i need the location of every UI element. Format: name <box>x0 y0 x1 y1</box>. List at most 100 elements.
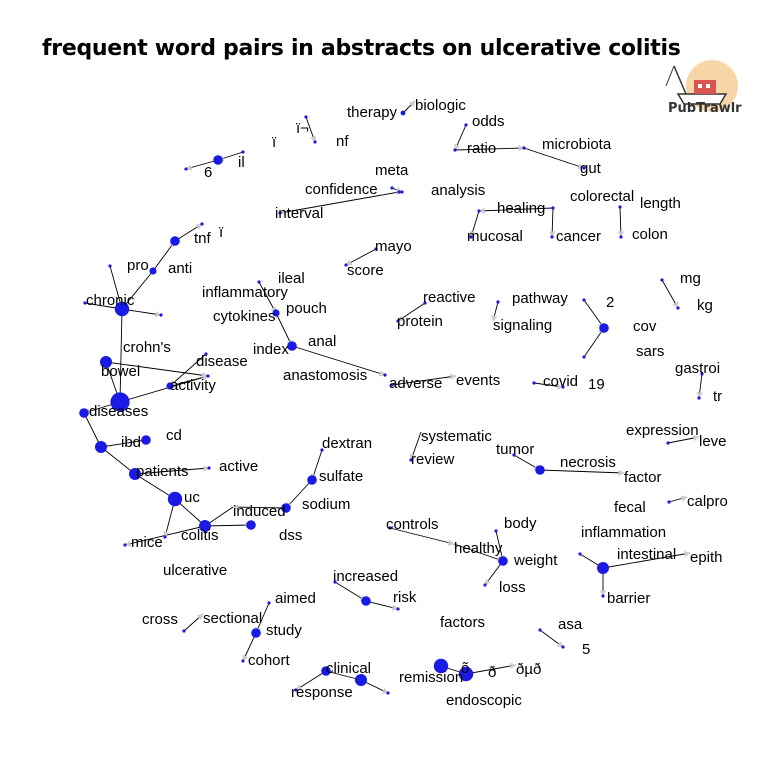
node-anal <box>287 341 297 351</box>
node-increased <box>333 580 337 584</box>
node-mg <box>660 278 664 282</box>
edge-gastroi-tr <box>696 373 703 399</box>
node-label-active: active <box>219 458 258 475</box>
node-label-clinical: clinical <box>326 660 371 677</box>
node-label-controls: controls <box>386 516 439 533</box>
node-label-systematic: systematic <box>421 428 492 445</box>
node-label-anastomosis: anastomosis <box>283 367 367 384</box>
node-label-weight: weight <box>513 552 558 569</box>
edge-cd-ibd <box>100 439 147 450</box>
node-label-uc: uc <box>184 489 200 506</box>
node-label-pathway: pathway <box>512 290 568 307</box>
edge-expression-leve <box>667 434 700 444</box>
edge-colorectal-healing <box>478 207 554 214</box>
node-label-ulcerative: ulcerative <box>163 562 227 579</box>
node-controls <box>388 526 392 530</box>
node-o1 <box>433 658 449 674</box>
edge-sars-cov <box>583 327 605 358</box>
node-review <box>409 458 413 462</box>
node-label-ouo: ðµð <box>516 661 541 678</box>
node-label-cancer: cancer <box>556 228 601 245</box>
edge-controls-healthy <box>389 527 455 546</box>
node-il <box>213 155 223 165</box>
edge-meta-analysis <box>391 186 403 193</box>
node-healing <box>477 209 481 213</box>
node-tumor <box>512 453 516 457</box>
node-label-bowel: bowel <box>101 363 140 380</box>
edge-pathway-signaling <box>491 301 499 322</box>
edge-colitis-dss <box>204 521 252 529</box>
node-label-tnfi: ï <box>219 224 224 241</box>
node-covid <box>532 381 536 385</box>
node-protein <box>396 319 400 323</box>
node-inflammation <box>578 552 582 556</box>
node-label-protein: protein <box>397 313 443 330</box>
node-label-fecal: fecal <box>614 499 646 516</box>
node-adverse <box>390 383 394 387</box>
edge-patients-uc <box>134 473 176 500</box>
edge-body-weight <box>495 530 505 562</box>
node-expression <box>666 441 670 445</box>
node-label-mg: mg <box>680 270 701 287</box>
edge-crohns-disease <box>105 361 209 379</box>
node-label-risk: risk <box>393 589 417 606</box>
edge-sulfate-sodium <box>285 479 313 509</box>
edge-weight-loss <box>484 560 504 586</box>
node-score <box>344 263 348 267</box>
node-remission <box>355 674 367 686</box>
logo-text: PubTrawlr <box>668 101 742 116</box>
edge-tnf-tnfi <box>174 223 203 242</box>
node-label-aimed: aimed <box>275 590 316 607</box>
node-microbiota <box>522 146 526 150</box>
node-weight <box>498 556 508 566</box>
node-confidence <box>397 190 401 194</box>
node-label-calpro: calpro <box>687 493 728 510</box>
node-label-microbiota: microbiota <box>542 136 612 153</box>
node-label-pro: pro <box>127 257 149 274</box>
node-kg <box>676 306 680 310</box>
edge-ileal-pouch <box>258 281 277 314</box>
node-inflammatory <box>114 301 130 317</box>
node-ulcerative <box>163 535 167 539</box>
node-mayo <box>374 247 378 251</box>
edge-fecal-calpro <box>668 495 688 503</box>
edge-ratio-microbiota <box>454 145 525 152</box>
edge-patients-active <box>134 465 210 475</box>
node-label-cd: cd <box>166 427 182 444</box>
node-label-inflammation: inflammation <box>581 524 666 541</box>
node-ib <box>304 115 308 119</box>
node-label-response: response <box>291 684 353 701</box>
edge-pouch-anal <box>275 312 293 347</box>
node-odds <box>464 123 468 127</box>
node-label-patients: patients <box>136 463 189 480</box>
node-cohort <box>241 659 245 663</box>
edge-increased-risk <box>334 581 367 602</box>
node-sodium <box>281 503 291 513</box>
node-disease <box>206 374 210 378</box>
node-anastomosis <box>383 373 387 377</box>
node-label-covid: covid <box>543 373 578 390</box>
node-dss <box>246 520 256 530</box>
node-gut <box>582 166 586 170</box>
node-label-factors: factors <box>440 614 485 631</box>
node-o2 <box>458 666 474 682</box>
edge-dextran-sulfate <box>310 449 323 481</box>
node-label-remission: remission <box>399 669 463 686</box>
edge-therapy-biologic <box>402 100 416 114</box>
node-label-therapy: therapy <box>347 104 398 121</box>
node-label-barrier: barrier <box>607 590 650 607</box>
node-label-interval: interval <box>275 205 323 222</box>
node-label-ib: ï¬ <box>296 120 309 137</box>
edge-colorectal-cancer <box>549 207 556 238</box>
node-label-study: study <box>266 622 302 639</box>
edge-anal-anastomosis <box>291 345 386 377</box>
node-5 <box>561 645 565 649</box>
node-label-2: 2 <box>606 294 614 311</box>
node-analysis <box>400 190 404 194</box>
edge-intestinal-epith <box>602 550 691 569</box>
node-ratio <box>453 148 457 152</box>
node-label-cross: cross <box>142 611 178 628</box>
node-label-nf: nf <box>336 133 349 150</box>
edge-length-colon <box>617 206 624 238</box>
